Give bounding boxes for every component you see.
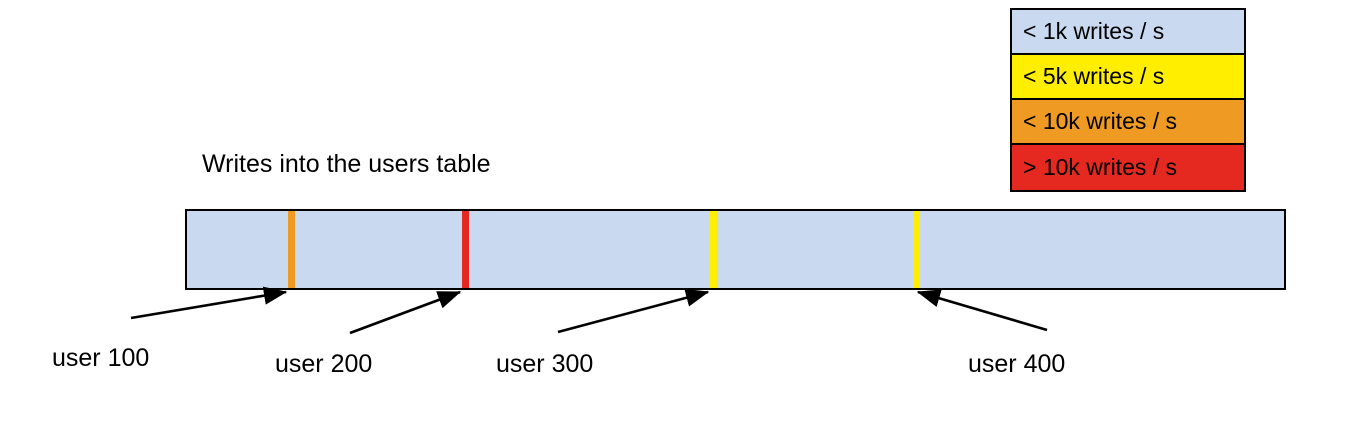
users-table-bar xyxy=(185,209,1286,290)
legend-label-lt-1k: < 1k writes / s xyxy=(1023,18,1165,44)
marker-user-300 xyxy=(710,211,717,288)
callout-label-user-200: user 200 xyxy=(275,350,373,378)
legend-row-lt-5k: < 5k writes / s xyxy=(1012,55,1244,100)
legend-row-lt-1k: < 1k writes / s xyxy=(1012,10,1244,55)
chart-title: Writes into the users table xyxy=(202,150,491,178)
arrow-user-400 xyxy=(916,289,1048,332)
arrow-user-300 xyxy=(557,288,710,334)
arrow-user-200 xyxy=(349,290,462,335)
legend-label-lt-5k: < 5k writes / s xyxy=(1023,63,1165,89)
legend-row-gt-10k: > 10k writes / s xyxy=(1012,145,1244,190)
arrow-user-100 xyxy=(130,286,288,320)
legend-label-gt-10k: > 10k writes / s xyxy=(1023,154,1178,180)
legend-label-lt-10k: < 10k writes / s xyxy=(1023,108,1178,134)
marker-user-400 xyxy=(913,211,920,288)
callout-label-user-300: user 300 xyxy=(496,350,594,378)
legend: < 1k writes / s < 5k writes / s < 10k wr… xyxy=(1010,8,1246,192)
marker-user-100 xyxy=(288,211,295,288)
marker-user-200 xyxy=(462,211,469,288)
callout-label-user-100: user 100 xyxy=(52,344,150,372)
legend-row-lt-10k: < 10k writes / s xyxy=(1012,100,1244,145)
callout-label-user-400: user 400 xyxy=(968,350,1066,378)
